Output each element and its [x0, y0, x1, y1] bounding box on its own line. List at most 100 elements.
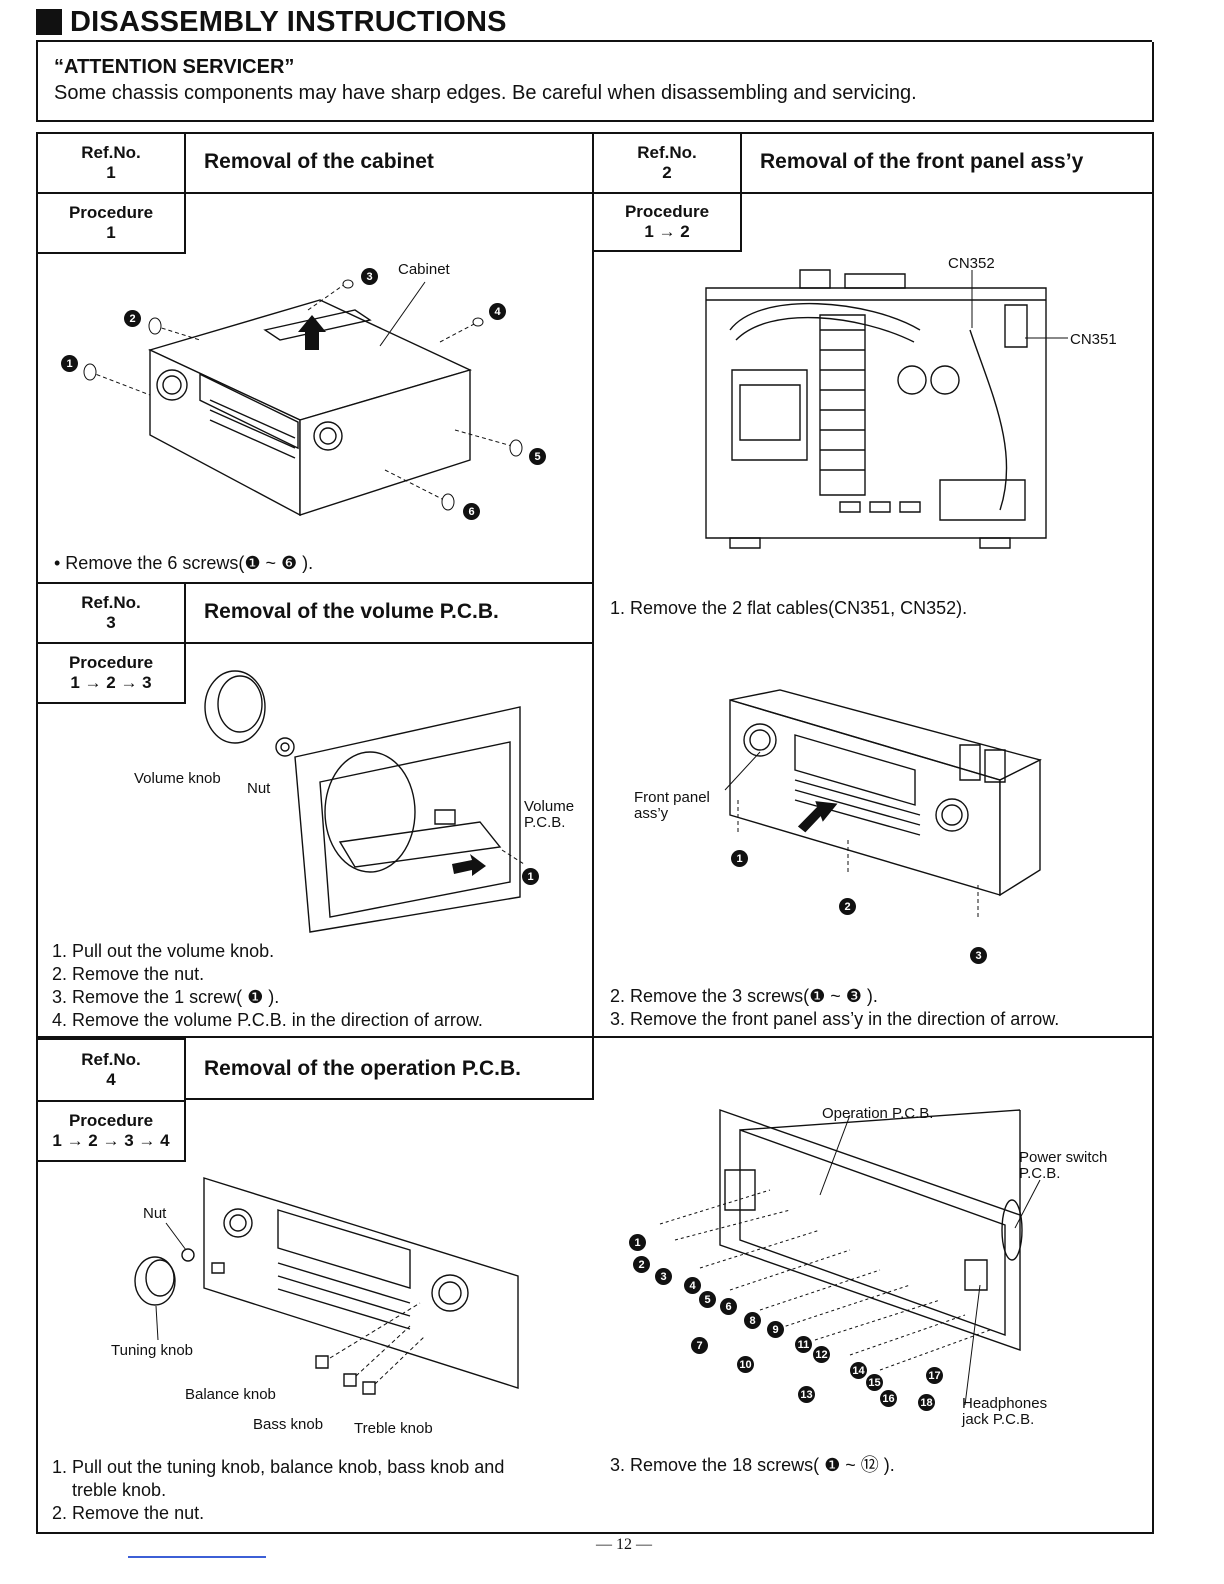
- footer-blue-rule: [128, 1556, 266, 1558]
- screw-2-badge: 2: [839, 898, 856, 915]
- attention-box: “ATTENTION SERVICER” Some chassis compon…: [36, 42, 1154, 122]
- header-rule: [184, 192, 594, 194]
- front-panel-steps: 2. Remove the 3 screws(❶ ~ ❸ ). 3. Remov…: [610, 985, 1059, 1031]
- volume-pcb-label-1: Volume: [524, 798, 575, 815]
- headphones-label-1: Headphones: [962, 1395, 1048, 1412]
- section-title-4: Removal of the operation P.C.B.: [204, 1057, 521, 1080]
- step-text: 1. Pull out the tuning knob, balance kno…: [52, 1457, 505, 1477]
- balance-knob-label: Balance knob: [185, 1386, 276, 1403]
- screw-3-badge: 3: [655, 1268, 672, 1285]
- treble-knob-label: Treble knob: [354, 1420, 433, 1437]
- attention-text: Some chassis components may have sharp e…: [54, 82, 917, 104]
- ref-no-label: Ref.No.: [81, 1050, 141, 1069]
- procedure-cell-1: Procedure 1: [36, 192, 186, 254]
- screw-5-badge: 5: [699, 1291, 716, 1308]
- step-text: 2. Remove the nut.: [52, 964, 205, 984]
- nut-label: Nut: [143, 1205, 167, 1222]
- step-text: 4. Remove the volume P.C.B. in the direc…: [52, 1010, 483, 1030]
- ref-no-value: 2: [662, 163, 672, 182]
- screw-8-badge: 8: [744, 1312, 761, 1329]
- cn352-label: CN352: [948, 255, 995, 272]
- procedure-cell-3: Procedure 1 → 2 → 3: [36, 642, 186, 704]
- row-divider: [36, 1036, 1152, 1038]
- step-text: treble knob.: [52, 1480, 167, 1500]
- power-switch-label-2: P.C.B.: [1019, 1165, 1061, 1182]
- procedure-cell-4: Procedure 1 → 2 → 3 → 4: [36, 1100, 186, 1162]
- bass-knob-label: Bass knob: [253, 1416, 324, 1433]
- procedure-value: 1: [106, 223, 116, 242]
- operation-pcb-label: Operation P.C.B.: [822, 1105, 934, 1122]
- step-text: 1. Pull out the volume knob.: [52, 941, 275, 961]
- header-rule: [184, 1098, 594, 1100]
- header-divider: [592, 1038, 594, 1100]
- ref-no-cell-1: Ref.No. 1: [36, 132, 186, 194]
- screw-3-badge: 3: [361, 268, 378, 285]
- screw-1-badge: 1: [731, 850, 748, 867]
- cn351-label: CN351: [1070, 331, 1117, 348]
- screw-12-badge: 12: [813, 1346, 830, 1363]
- screw-5-badge: 5: [529, 448, 546, 465]
- section-rule: [36, 582, 594, 584]
- screw-13-badge: 13: [798, 1386, 815, 1403]
- nut-label: Nut: [247, 780, 271, 797]
- procedure-value: 1 → 2: [644, 222, 690, 241]
- procedure-label: Procedure: [68, 1111, 154, 1130]
- cabinet-removal-illustration: [60, 260, 580, 530]
- volume-pcb-illustration: [190, 672, 530, 937]
- headphones-label-2: jack P.C.B.: [962, 1411, 1035, 1428]
- screw-15-badge: 15: [866, 1374, 883, 1391]
- procedure-label: Procedure: [68, 653, 154, 672]
- cabinet-label: Cabinet: [398, 261, 450, 278]
- screw-17-badge: 17: [926, 1367, 943, 1384]
- header-rule: [740, 192, 1152, 194]
- step-text: • Remove the 6 screws(❶ ~ ❻ ).: [54, 553, 314, 573]
- procedure-cell-2: Procedure 1 → 2: [592, 192, 742, 252]
- operation-front-illustration: [120, 1168, 530, 1408]
- step-text: 2. Remove the 3 screws(❶ ~ ❸ ).: [610, 986, 878, 1006]
- ref-no-label: Ref.No.: [81, 143, 141, 162]
- procedure-value: 1 → 2 → 3 → 4: [52, 1131, 170, 1150]
- front-panel-illustration: [720, 690, 1040, 930]
- attention-title: “ATTENTION SERVICER”: [54, 56, 295, 78]
- screw-6-badge: 6: [463, 503, 480, 520]
- screw-16-badge: 16: [880, 1390, 897, 1407]
- volume-knob-label: Volume knob: [134, 770, 221, 787]
- step-text: 3. Remove the 18 screws( ❶ ~ ⑫ ).: [610, 1455, 895, 1475]
- screw-3-badge: 3: [970, 947, 987, 964]
- screw-7-badge: 7: [691, 1337, 708, 1354]
- step-text: 3. Remove the front panel ass’y in the d…: [610, 1009, 1060, 1029]
- ref-no-value: 1: [106, 163, 116, 182]
- page-title: DISASSEMBLY INSTRUCTIONS: [70, 5, 507, 38]
- title-square-icon: [36, 9, 62, 35]
- operation-pcb-illustration: [620, 1100, 1060, 1430]
- screw-10-badge: 10: [737, 1356, 754, 1373]
- volume-steps: 1. Pull out the volume knob. 2. Remove t…: [52, 940, 483, 1032]
- screw-9-badge: 9: [767, 1321, 784, 1338]
- screw-4-badge: 4: [684, 1277, 701, 1294]
- volume-pcb-label-2: P.C.B.: [524, 814, 566, 831]
- step-text: 2. Remove the nut.: [52, 1503, 205, 1523]
- ref-no-cell-3: Ref.No. 3: [36, 582, 186, 644]
- step-text: 1. Remove the 2 flat cables(CN351, CN352…: [610, 598, 968, 618]
- step-text: 3. Remove the 1 screw( ❶ ).: [52, 987, 280, 1007]
- operation-steps-left: 1. Pull out the tuning knob, balance kno…: [52, 1456, 504, 1525]
- page-number: — 12 —: [596, 1536, 652, 1553]
- front-panel-label-2: ass’y: [634, 805, 669, 822]
- procedure-value: 1 → 2 → 3: [70, 673, 152, 692]
- screw-1-badge: 1: [61, 355, 78, 372]
- screw-2-badge: 2: [124, 310, 141, 327]
- screw-6-badge: 6: [720, 1298, 737, 1315]
- power-switch-label-1: Power switch: [1019, 1149, 1108, 1166]
- screw-18-badge: 18: [918, 1394, 935, 1411]
- ref-no-label: Ref.No.: [637, 143, 697, 162]
- section-title-3: Removal of the volume P.C.B.: [204, 600, 499, 623]
- section-title-1: Removal of the cabinet: [204, 150, 434, 173]
- ref-no-cell-4: Ref.No. 4: [36, 1038, 186, 1102]
- screw-2-badge: 2: [633, 1256, 650, 1273]
- screw-4-badge: 4: [489, 303, 506, 320]
- ref-no-cell-2: Ref.No. 2: [592, 132, 742, 194]
- screw-1-badge: 1: [629, 1234, 646, 1251]
- chassis-top-view-illustration: [700, 270, 1050, 555]
- procedure-label: Procedure: [68, 203, 154, 222]
- front-panel-label-1: Front panel: [634, 789, 710, 806]
